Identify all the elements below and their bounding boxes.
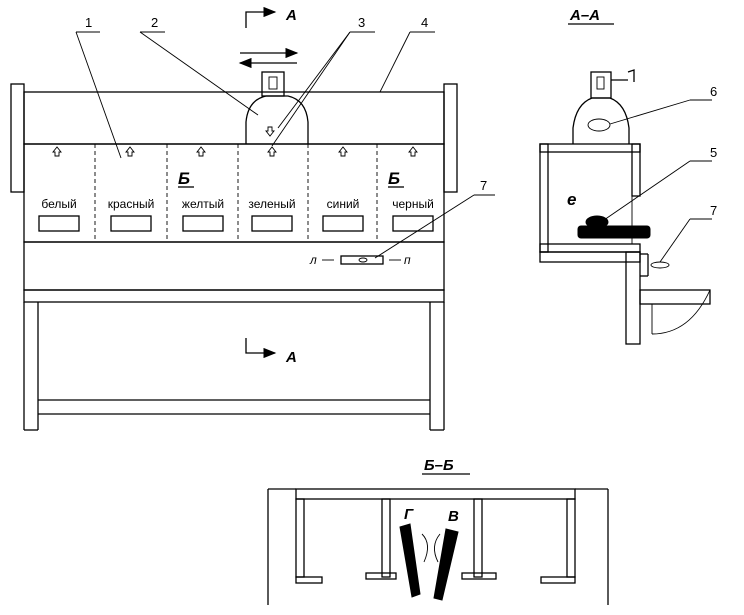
- leader-7-section: 7: [710, 203, 717, 218]
- section-bb-letter-left: Г: [404, 506, 414, 523]
- section-aa-title: А–А: [569, 7, 600, 24]
- scale-left-label: л: [309, 253, 317, 267]
- dome-knob: [261, 71, 285, 97]
- main-panel: [23, 143, 445, 243]
- color-label-3: желтый: [182, 197, 224, 211]
- left-side-post: [10, 83, 25, 193]
- section-aa-letter: е: [567, 190, 576, 209]
- lower-body: [23, 241, 445, 291]
- leader-2: 2: [151, 15, 158, 30]
- section-bb-letter-right: В: [448, 508, 459, 525]
- color-label-5: синий: [327, 197, 360, 211]
- dome-device: [245, 95, 309, 144]
- front-view: белый красный желтый зеленый синий черны…: [10, 6, 495, 431]
- base-rail: [23, 289, 445, 303]
- b-mark-left: Б: [178, 169, 190, 188]
- color-label-1: белый: [41, 197, 76, 211]
- item-5-block: [577, 225, 651, 239]
- leader-3: 3: [358, 15, 365, 30]
- section-mark-top: А: [285, 7, 297, 24]
- leader-4: 4: [421, 15, 428, 30]
- section-bb: Б–Б Г В: [267, 457, 609, 605]
- leader-5: 5: [710, 145, 717, 160]
- top-rail: [23, 91, 445, 145]
- color-label-2: красный: [108, 197, 155, 211]
- scale-slider: [340, 255, 384, 265]
- compartment-arrows: [52, 126, 418, 157]
- color-label-4: зеленый: [248, 197, 295, 211]
- leader-6: 6: [710, 84, 717, 99]
- section-mark-bottom: А: [285, 349, 297, 366]
- right-side-post: [443, 83, 458, 193]
- b-mark-right: Б: [388, 169, 400, 188]
- scale-right-label: п: [404, 253, 411, 267]
- leader-1: 1: [85, 15, 92, 30]
- color-label-6: черный: [392, 197, 434, 211]
- section-aa: А–А е 6 5 7: [539, 7, 717, 345]
- section-bb-title: Б–Б: [424, 457, 454, 474]
- leader-7-front: 7: [480, 178, 487, 193]
